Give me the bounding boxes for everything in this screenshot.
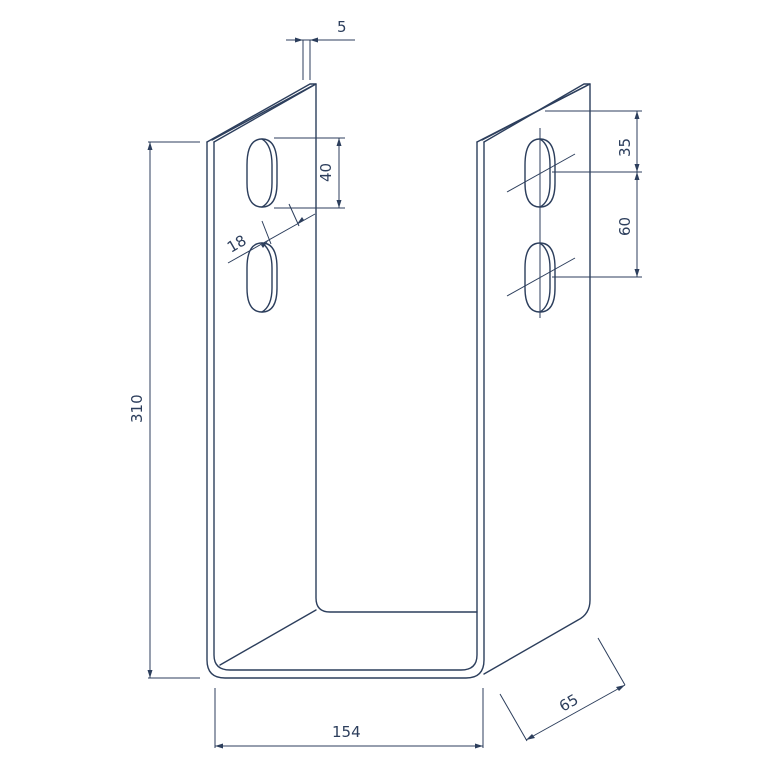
dim-height: 310 — [128, 141, 200, 679]
label-slot-spacing: 60 — [616, 217, 634, 236]
label-height: 310 — [128, 394, 146, 423]
label-top-offset: 35 — [616, 138, 634, 157]
left-slots — [246, 138, 278, 313]
label-width: 154 — [332, 723, 361, 741]
floor-diagonal — [219, 609, 317, 666]
label-slot-length: 40 — [317, 163, 335, 182]
dim-width: 154 — [214, 688, 484, 749]
right-plate-rear-edge — [483, 83, 591, 675]
dim-slot-spacing: 60 — [552, 172, 642, 278]
bracket-body — [206, 83, 591, 679]
dim-slot-length: 40 — [274, 137, 345, 209]
left-plate-outer — [206, 141, 485, 679]
left-plate-top — [206, 83, 317, 143]
dim-top-offset: 35 — [545, 110, 642, 173]
dim-thickness: 5 — [286, 18, 355, 80]
left-plate-rear-edge — [315, 83, 478, 613]
right-slots — [506, 128, 576, 318]
left-plate-inner — [213, 141, 478, 671]
label-thickness: 5 — [337, 18, 347, 36]
